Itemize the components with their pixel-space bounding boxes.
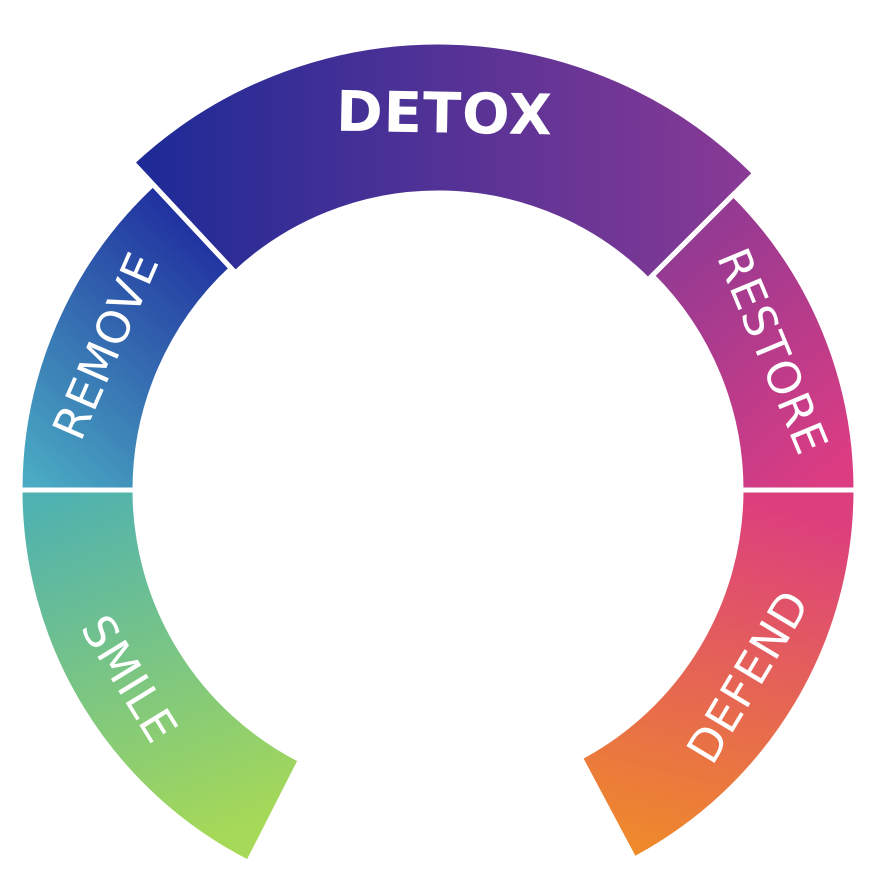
segment-detox <box>128 39 759 284</box>
segment-smile <box>17 487 304 866</box>
wheel-segments <box>17 39 859 866</box>
segment-defend <box>576 487 859 863</box>
segment-label-detox: DETOX <box>336 80 554 149</box>
